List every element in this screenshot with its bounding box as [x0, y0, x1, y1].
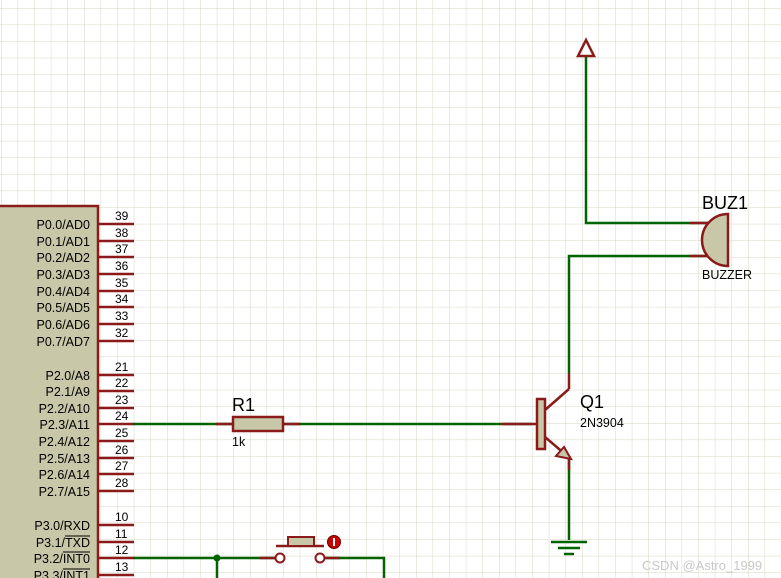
- mcu-pin-number: 32: [115, 326, 129, 340]
- wire-button-to-right[interactable]: [326, 556, 386, 578]
- transistor-base-bar: [535, 397, 547, 451]
- mcu-pin-number: 27: [115, 459, 129, 473]
- mcu-pin-label: P2.0/A8: [46, 369, 91, 383]
- wire-junction: [213, 554, 221, 562]
- wire-q1-collector-to-buzzer[interactable]: [567, 254, 708, 373]
- buzzer-body-icon: [700, 212, 730, 268]
- mcu-pin-number: 13: [115, 560, 129, 574]
- q1-value-label: 2N3904: [580, 416, 624, 430]
- mcu-pin-label: P0.4/AD4: [36, 285, 90, 299]
- mcu-pin-number: 35: [115, 276, 129, 290]
- mcu-pin-label: P0.2/AD2: [36, 251, 90, 265]
- mcu-pin-number: 11: [115, 527, 128, 541]
- mcu-pin-number: 21: [115, 360, 129, 374]
- mcu-pin-label: P0.7/AD7: [36, 335, 90, 349]
- transistor-q1[interactable]: Q1 2N3904: [502, 373, 624, 470]
- mcu-pin-number: 12: [115, 543, 129, 557]
- mcu-body: [0, 204, 100, 578]
- mcu-pin-label: P0.1/AD1: [36, 235, 90, 249]
- mcu-pin-label: P3.2/INT0: [34, 552, 90, 566]
- push-button-switch[interactable]: [260, 535, 341, 564]
- mcu-pin-number: 33: [115, 309, 129, 323]
- buz1-value-label: BUZZER: [702, 268, 752, 282]
- mcu-pin-label: P3.1/TXD: [36, 536, 90, 550]
- mcu-pin-number: 28: [115, 476, 129, 490]
- button-cap: [287, 536, 315, 547]
- mcu-pin-number: 24: [115, 409, 129, 423]
- r1-ref-label: R1: [232, 395, 255, 415]
- mcu-pin-label: P0.0/AD0: [36, 218, 90, 232]
- buzzer-buz1[interactable]: BUZ1 BUZZER: [690, 193, 752, 282]
- watermark-text: CSDN @Astro_1999: [642, 558, 762, 573]
- mcu-pin-label: P2.2/A10: [39, 402, 90, 416]
- r1-value-label: 1k: [232, 435, 246, 449]
- mcu-pin-number: 23: [115, 393, 129, 407]
- mcu-pin-number: 22: [115, 376, 129, 390]
- buz1-ref-label: BUZ1: [702, 193, 748, 213]
- mcu-pin-label: P2.5/A13: [39, 452, 90, 466]
- mcu-pin-number: 34: [115, 292, 129, 306]
- mcu-pin-label: P0.6/AD6: [36, 318, 90, 332]
- emitter-arrow-icon: [554, 445, 573, 461]
- mcu-pin-label: P3.3/INT1: [34, 569, 90, 578]
- mcu-pin-label: P2.4/A12: [39, 435, 90, 449]
- ground-icon[interactable]: [551, 540, 587, 556]
- q1-ref-label: Q1: [580, 392, 604, 412]
- mcu-pin-label: P3.0/RXD: [34, 519, 90, 533]
- mcu-pin-number: 36: [115, 259, 129, 273]
- mcu-pin-label: P2.7/A15: [39, 485, 90, 499]
- power-terminal-icon[interactable]: [575, 37, 597, 58]
- mcu-pin-label: P0.3/AD3: [36, 268, 90, 282]
- mcu-pin-label: P2.3/A11: [39, 418, 90, 432]
- mcu-pin-number: 25: [115, 426, 129, 440]
- resistor-r1[interactable]: R1 1k: [216, 395, 300, 449]
- mcu-pin-label: P2.6/A14: [39, 468, 90, 482]
- mcu-pin-number: 38: [115, 226, 129, 240]
- mcu-pin-number: 39: [115, 209, 129, 223]
- mcu-pin-label: P2.1/A9: [46, 385, 91, 399]
- mcu-pin-number: 37: [115, 242, 129, 256]
- mcu-pin-number: 26: [115, 443, 129, 457]
- resistor-body: [231, 415, 285, 433]
- mcu-pin-number: 10: [115, 510, 129, 524]
- mcu-pin-label: P0.5/AD5: [36, 301, 90, 315]
- wire-vcc-to-buzzer[interactable]: [584, 56, 708, 225]
- wires: [133, 56, 708, 578]
